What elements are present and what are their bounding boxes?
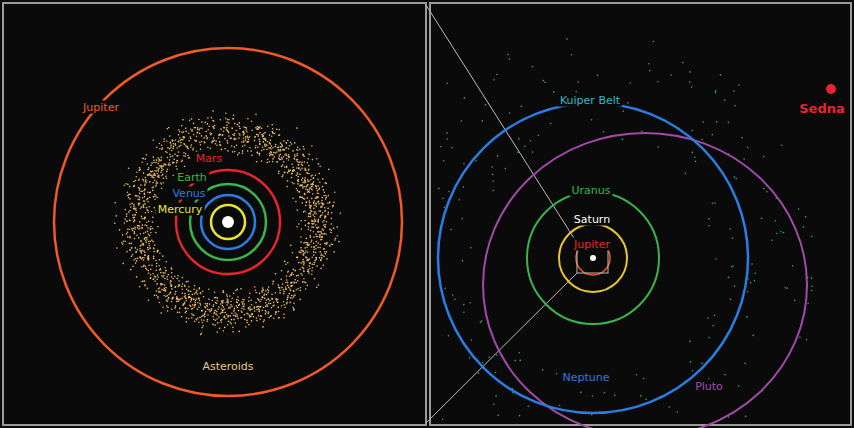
region-label: Kuiper Belt: [558, 94, 622, 107]
region-label: Asteroids: [200, 360, 255, 373]
planet-label: Venus: [170, 187, 207, 200]
planet-label: Earth: [175, 171, 209, 184]
planet-label: Mercury: [156, 203, 205, 216]
object-label: Sedna: [797, 102, 847, 115]
planet-label: Saturn: [572, 213, 612, 226]
planet-label: Jupiter: [81, 101, 121, 114]
planet-label: Jupiter: [572, 238, 612, 251]
planet-label: Mars: [194, 152, 225, 165]
planet-label: Uranus: [570, 184, 613, 197]
planet-label: Pluto: [693, 380, 725, 393]
planet-label: Neptune: [560, 371, 611, 384]
